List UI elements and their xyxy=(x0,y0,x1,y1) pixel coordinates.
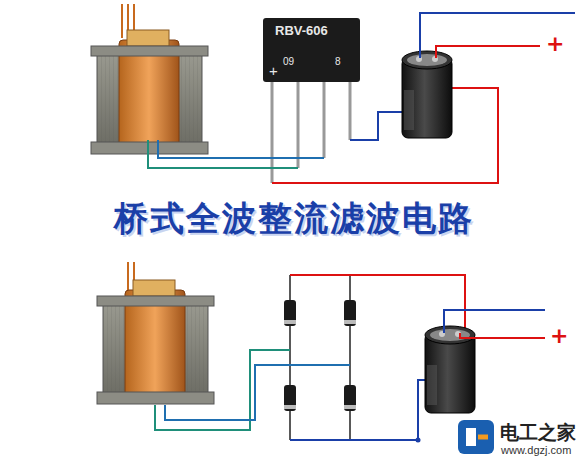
watermark-url: www.dgzj.com xyxy=(501,444,571,456)
bridge-rectifier: RBV-606 09 8 + xyxy=(263,18,360,82)
polarity-mark: + xyxy=(546,31,564,56)
batch-code: 8 xyxy=(335,56,341,67)
part-number: RBV-606 xyxy=(275,23,328,38)
polarity-mark: + xyxy=(269,62,278,79)
diagram-title: 桥式全波整流滤波电路 xyxy=(114,196,474,242)
watermark: 电工之家 xyxy=(500,420,576,446)
date-code: 09 xyxy=(283,56,294,67)
polarity-mark: + xyxy=(550,323,568,348)
